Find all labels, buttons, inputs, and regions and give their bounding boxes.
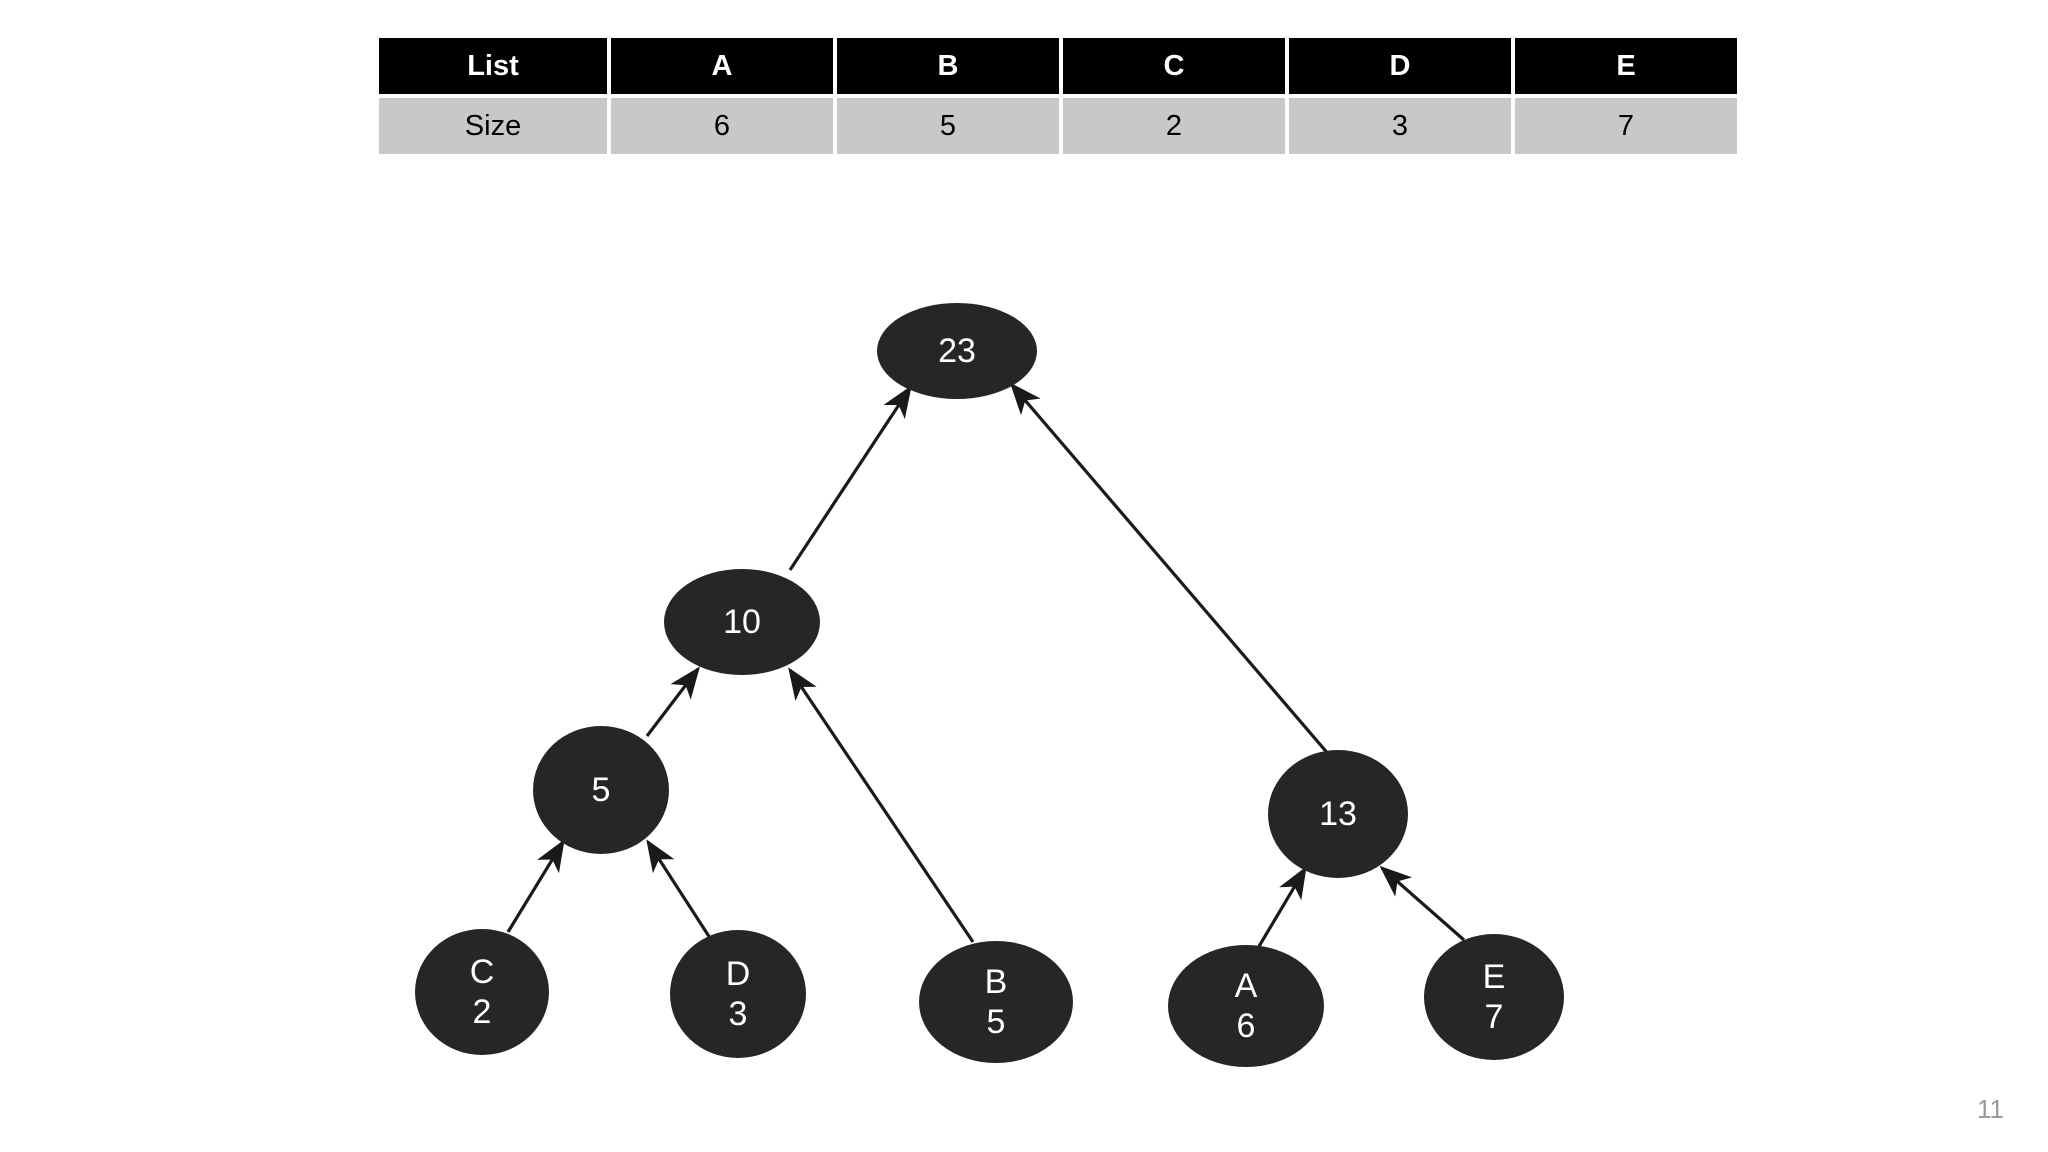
table-cell-size-d: 3 <box>1289 98 1511 154</box>
tree-node-label-line1: A <box>1234 966 1258 1005</box>
tree-edge-nB-to-n10 <box>788 667 975 943</box>
table-header-cell-a: A <box>611 38 833 94</box>
table-header-cell-b: B <box>837 38 1059 94</box>
table-cell-size-c: 2 <box>1063 98 1285 154</box>
tree-node-label-line1: 23 <box>938 331 976 370</box>
tree-node-label-line1: 10 <box>723 602 761 641</box>
tree-node-label-line2: 7 <box>1484 998 1504 1036</box>
tree-edge-n13-to-n23 <box>1009 382 1332 758</box>
tree-node-label-line1: 5 <box>591 770 611 809</box>
tree-node-label-line2: 6 <box>1236 1007 1256 1045</box>
tree-edge-n10-to-n23 <box>788 385 912 571</box>
tree-node-label-line1: C <box>469 952 495 991</box>
table-header-cell-d: D <box>1289 38 1511 94</box>
table-cell-size-a: 6 <box>611 98 833 154</box>
tree-edge-nD-to-n5 <box>646 839 712 939</box>
tree-node-label-line2: 5 <box>986 1003 1006 1041</box>
table-row: Size 6 5 2 3 7 <box>379 98 1737 154</box>
table-cell-size-label: Size <box>379 98 607 154</box>
tree-node-label-line1: 13 <box>1319 794 1357 833</box>
tree-node-label-line2: 3 <box>728 995 748 1033</box>
list-size-table: List A B C D E Size 6 5 2 3 7 <box>375 34 1741 158</box>
table-header-cell-c: C <box>1063 38 1285 94</box>
tree-node-label-line1: D <box>725 954 751 993</box>
tree-edge-nA-to-n13 <box>1256 866 1307 949</box>
page-number: 11 <box>1977 1094 2004 1124</box>
table-header-cell-e: E <box>1515 38 1737 94</box>
tree-node-label-line1: E <box>1482 957 1506 996</box>
table-cell-size-b: 5 <box>837 98 1059 154</box>
table-header-cell-list: List <box>379 38 607 94</box>
tree-edge-n5-to-n10 <box>645 666 700 737</box>
table-cell-size-e: 7 <box>1515 98 1737 154</box>
table-header-row: List A B C D E <box>379 38 1737 94</box>
tree-node-n23: 23 <box>877 303 1037 399</box>
tree-edge-nC-to-n5 <box>506 839 565 933</box>
tree-edge-nE-to-n13 <box>1379 865 1466 942</box>
tree-node-n5: 5 <box>533 726 669 854</box>
tree-node-n13: 13 <box>1268 750 1408 878</box>
tree-node-label-line1: B <box>984 962 1008 1001</box>
tree-node-n10: 10 <box>664 569 820 675</box>
tree-node-label-line2: 2 <box>472 993 492 1031</box>
